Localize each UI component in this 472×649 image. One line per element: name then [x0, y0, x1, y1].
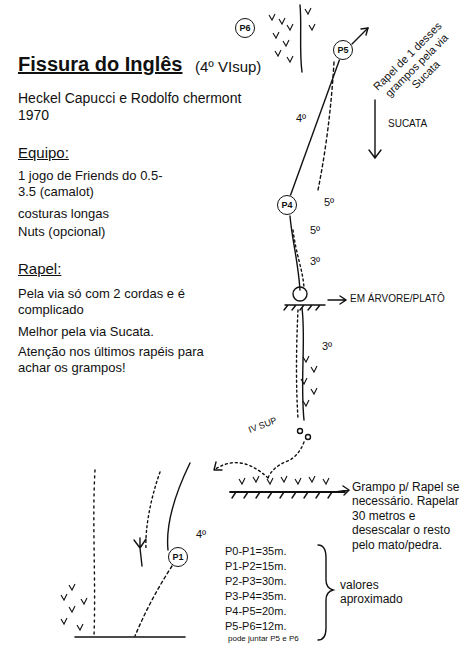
gear-item: costuras longas [18, 206, 109, 222]
route-line [94, 470, 95, 636]
ledge [284, 305, 325, 310]
sucata-arrow [369, 100, 381, 158]
grass-tuft [303, 400, 309, 406]
grass-tuft [69, 606, 75, 612]
grade-label: 4º [196, 528, 206, 541]
grass-tuft [295, 478, 301, 484]
grass-tuft [311, 366, 317, 372]
grass-tuft [267, 478, 273, 484]
grass-tuft [279, 18, 285, 24]
rappel-arrow [352, 28, 368, 44]
station-label: P1 [172, 552, 183, 562]
bolt-dot [306, 435, 311, 440]
arrow-head [361, 28, 368, 35]
grass-tuft [283, 40, 289, 46]
grass-tuft [253, 476, 259, 482]
pitch-length: P3-P4=35m. [225, 590, 286, 603]
grass-tuft [323, 478, 329, 484]
arrow-head [214, 462, 222, 470]
title: Fissura do Inglês [18, 52, 182, 76]
pointer-arrow [328, 296, 346, 304]
grass-tuft [311, 388, 317, 394]
route-line [135, 566, 172, 636]
rappel-note: Pela via só com 2 cordas e é complicado [18, 286, 198, 317]
grade-label: 5º [324, 196, 334, 209]
pointer-arrow [335, 486, 349, 495]
gear-item: Nuts (opcional) [18, 224, 105, 240]
grade-label: 3º [322, 340, 332, 353]
grass-tuft [309, 476, 315, 482]
crack-line [293, 230, 304, 288]
grade-label: 4º [296, 112, 306, 125]
grass-tuft [77, 624, 83, 630]
grade-note: (4º VIsup) [195, 58, 261, 76]
bush-symbol [134, 538, 146, 566]
grass-tuft [81, 598, 87, 604]
route-line [146, 472, 160, 548]
station-label: P4 [281, 200, 292, 210]
grass-tuft [309, 24, 315, 30]
author-note: Heckel Capucci e Rodolfo chermont 1970 [18, 90, 266, 124]
pitch-length: P5-P6=12m. [225, 620, 286, 633]
pitch-length: P1-P2=15m. [225, 560, 286, 573]
grass-tuft [281, 476, 287, 482]
crack-line [300, 5, 302, 72]
route-connector [290, 59, 339, 195]
rappel-note: Atenção nos últimos rapéis para achar os… [18, 344, 208, 375]
grass-tuft [69, 584, 75, 590]
rappel-note: Grampo p/ Rapel se necessário. Rapelar 3… [352, 480, 464, 552]
grass-tuft [305, 8, 311, 14]
grade-label: IV SUP [247, 415, 278, 435]
bracket [318, 545, 333, 640]
pitch-note: pode juntar P5 e P6 [228, 634, 299, 644]
gear-item: 1 jogo de Friends do 0.5-3.5 (camalot) [18, 168, 168, 199]
grass-tuft [273, 32, 279, 38]
grass-tuft [61, 618, 67, 624]
route-line [214, 463, 268, 478]
wall-line [168, 463, 190, 550]
belay-station: P4 [277, 195, 297, 215]
tree-symbol [293, 287, 307, 301]
station-label: P5 [337, 45, 348, 55]
pitch-note: valores aproximado [340, 578, 420, 607]
pitch-length: P0-P1=35m. [225, 545, 286, 558]
route-line [290, 59, 339, 195]
grass-tuft [269, 14, 275, 20]
section-heading: Rapel: [18, 260, 61, 278]
grass-tuft [287, 56, 293, 62]
grade-label: 5º [310, 224, 320, 237]
rappel-note: Rapel de 1 desses grampos pela via Sucat… [364, 13, 470, 119]
grass-tuft [301, 378, 307, 384]
pitch-length: P4-P5=20m. [225, 605, 286, 618]
ground-line [75, 636, 185, 638]
grass-tuft [61, 594, 67, 600]
rappel-note: Melhor pela via Sucata. [18, 324, 154, 340]
belay-station: P5 [333, 40, 353, 60]
grade-label: 3º [310, 255, 320, 268]
route-name: SUCATA [388, 118, 427, 130]
crack-line [297, 310, 299, 418]
route-line [268, 442, 304, 478]
station-label: P6 [239, 23, 250, 33]
pitch-length: P2-P3=30m. [225, 575, 286, 588]
belay-note: EM ÁRVORE/PLATÔ [350, 293, 445, 305]
crack-line [290, 216, 300, 290]
grass-tuft [239, 478, 245, 484]
grass-tuft [275, 50, 281, 56]
grass-tuft [287, 24, 293, 30]
section-heading: Equipo: [18, 144, 69, 162]
belay-station: P1 [168, 547, 188, 567]
ledge-hatch [232, 492, 332, 498]
bolt-dot [298, 429, 303, 434]
belay-station: P6 [235, 18, 255, 38]
grass-tuft [303, 356, 309, 362]
